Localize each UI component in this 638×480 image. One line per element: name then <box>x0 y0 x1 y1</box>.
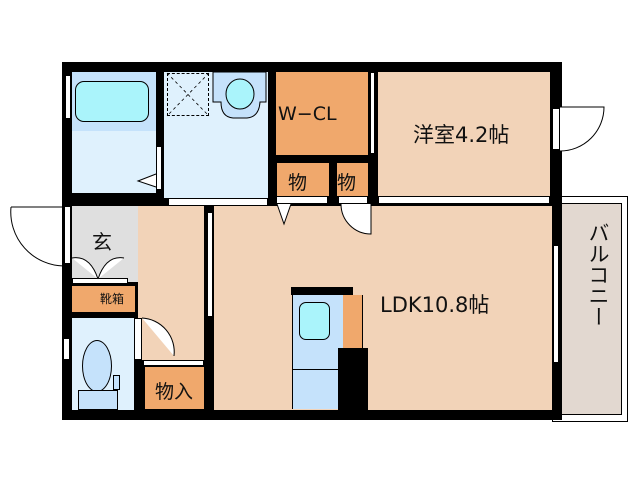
bath-door-fold-icon <box>136 173 157 188</box>
entrance-door-swing-icon <box>10 206 65 267</box>
western-room-sliding-door <box>378 196 550 204</box>
shoe-cabinet-label: 靴箱 <box>100 292 125 306</box>
walk-in-closet <box>276 72 368 155</box>
toilet-handle-icon <box>113 375 120 390</box>
toilet-door-swing-icon <box>141 317 175 357</box>
balcony-label: バルコニー <box>586 222 610 327</box>
washing-machine-space <box>167 73 209 116</box>
wcl-window <box>370 72 375 154</box>
storage-2-label: 物 <box>337 172 357 194</box>
bath-window <box>65 75 71 119</box>
kitchen-storage <box>343 295 363 350</box>
entrance-door-frame <box>64 206 71 264</box>
toilet-door-frame <box>134 318 142 360</box>
shoe-cabinet <box>72 286 135 312</box>
shoe-cabinet-door <box>72 278 128 284</box>
storage-3 <box>145 367 204 409</box>
kitchen-stove-block <box>338 348 368 410</box>
storage-1 <box>277 163 329 196</box>
toilet-tank-icon <box>78 390 118 410</box>
shoe-cabinet-door-swing-icon <box>71 257 125 280</box>
bath-door <box>156 146 162 190</box>
western-room-label: 洋室4.2帖 <box>413 123 510 147</box>
kitchen-counter-line <box>292 369 340 370</box>
balcony <box>560 203 622 415</box>
hall-window <box>207 212 213 317</box>
kitchen-sink-icon <box>299 302 330 340</box>
storage-3-door <box>143 360 204 366</box>
storage-2 <box>337 163 368 196</box>
western-room <box>378 72 550 196</box>
western-room-door-swing-icon <box>559 106 605 152</box>
kitchen-top-wall <box>291 287 353 295</box>
entrance-label: 玄 <box>92 230 112 254</box>
washing-machine-icon <box>166 72 210 117</box>
wash-basin-icon <box>212 71 267 119</box>
ldk-balcony-window <box>553 245 559 363</box>
storage-door-1 <box>276 196 328 204</box>
storage-door-2 <box>338 196 368 204</box>
walk-in-closet-label: W−CL <box>278 103 337 125</box>
storage-1-label: 物 <box>288 172 308 194</box>
toilet-window <box>63 338 70 360</box>
bathtub-icon <box>75 81 149 122</box>
storage-door-swing-icon <box>340 203 372 235</box>
hallway <box>138 206 204 360</box>
ldk <box>214 206 552 410</box>
toilet-bowl-icon <box>82 340 112 392</box>
western-room-window <box>552 108 560 150</box>
storage-3-label: 物入 <box>155 381 194 403</box>
washroom-sliding-door <box>168 198 268 206</box>
ldk-label: LDK10.8帖 <box>380 293 490 317</box>
storage-fold-door-icon <box>276 203 292 226</box>
